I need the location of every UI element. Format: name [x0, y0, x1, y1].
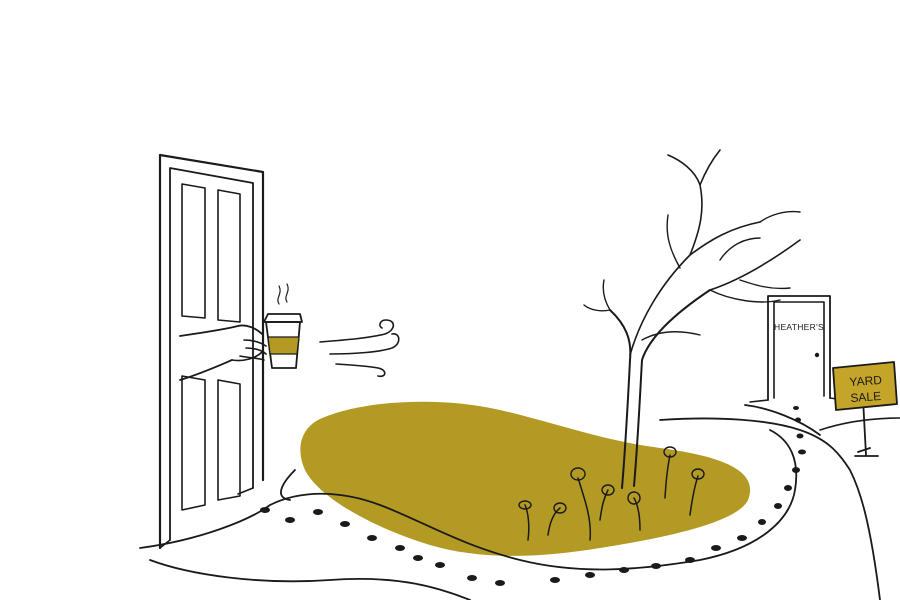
neighbor-door-sign: HEATHER'S: [774, 322, 824, 332]
flower-cluster: [518, 446, 705, 541]
coffee-cup-icon: [263, 283, 303, 369]
yard-sale-sign-line1: YARD: [849, 373, 883, 389]
arm-with-coffee: [179, 283, 303, 381]
flower-icon: [627, 491, 641, 505]
flower-icon: [570, 467, 586, 481]
wind-gust-icon: [319, 319, 400, 378]
lawn-patch: [300, 401, 751, 556]
flower-icon: [601, 484, 615, 496]
flower-icon: [518, 500, 532, 510]
flower-icon: [691, 468, 705, 480]
yard-sale-sign: YARD SALE: [832, 361, 898, 457]
front-door: [158, 153, 265, 550]
footprints: [260, 406, 806, 586]
flower-icon: [663, 446, 677, 458]
winding-path: [139, 404, 900, 600]
yard-sale-sign-line2: SALE: [850, 389, 882, 405]
neighbor-door: HEATHER'S: [749, 295, 846, 403]
flower-icon: [553, 502, 567, 514]
bare-tree: [583, 149, 801, 489]
